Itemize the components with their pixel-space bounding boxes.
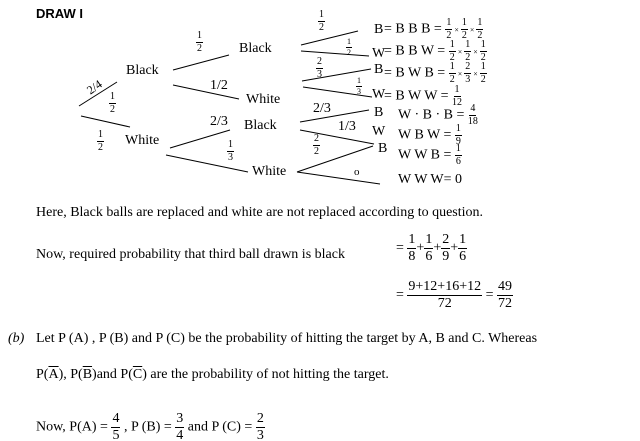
part-b-label: (b) xyxy=(8,331,25,346)
label-bw: 1/2 xyxy=(210,78,228,93)
leaf: W xyxy=(372,124,386,139)
part-b-line2: P(A), P(B)and P(C) are the probability o… xyxy=(36,367,389,382)
paragraph-1: Here, Black balls are replaced and white… xyxy=(36,205,484,220)
leaf: B xyxy=(374,22,384,37)
node-black: Black xyxy=(126,63,159,78)
label-wbb: 2/3 xyxy=(313,101,331,116)
leaf: W xyxy=(372,46,386,61)
draw-title: DRAW I xyxy=(36,6,83,21)
leaf: W xyxy=(372,87,386,102)
label-wb: 2/3 xyxy=(210,114,228,129)
node-ww: White xyxy=(252,164,287,179)
node-wb: Black xyxy=(244,118,277,133)
leaf: B xyxy=(374,62,384,77)
leaf: B xyxy=(374,105,384,120)
node-white: White xyxy=(125,133,160,148)
tree-lines xyxy=(78,30,381,185)
part-b-text: Let P (A) , P (B) and P (C) be the proba… xyxy=(36,331,538,346)
outcome-equation: W W W= 0 xyxy=(398,172,463,187)
node-bb: Black xyxy=(239,41,272,56)
label-www: o xyxy=(354,166,360,178)
label-wbw: 1/3 xyxy=(338,119,356,134)
paragraph-2: Now, required probability that third bal… xyxy=(36,247,345,262)
leaf: B xyxy=(378,141,388,156)
node-bw: White xyxy=(246,92,281,107)
